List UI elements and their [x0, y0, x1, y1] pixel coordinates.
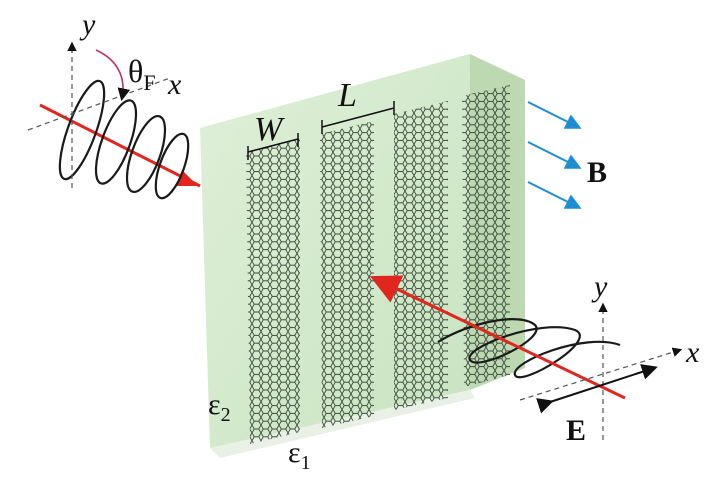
field-arrow-2: [527, 141, 582, 169]
label-y-top: y: [79, 8, 96, 41]
graphene-strip-1: [246, 138, 300, 444]
field-arrow-1: [527, 101, 582, 129]
label-theta-F: θF: [128, 53, 156, 95]
graphene-strip-2: [320, 121, 374, 428]
top-axes: [27, 41, 171, 188]
label-B: B: [587, 156, 607, 189]
transmitted-beam: [39, 103, 201, 188]
dimension-L: [321, 101, 395, 134]
label-epsilon-2: ε2: [208, 388, 231, 426]
label-epsilon-1: ε1: [288, 436, 311, 474]
field-arrow-3: [527, 181, 582, 209]
slab-bottom-shadow: [210, 390, 475, 458]
magnetic-field-arrows: [527, 101, 582, 209]
label-x-top: x: [167, 68, 182, 101]
graphene-strip-3: [394, 101, 448, 410]
incident-wave-oscillation: [437, 318, 621, 379]
label-y-bottom: y: [591, 270, 608, 303]
label-L: L: [337, 77, 357, 114]
transmitted-wave-helix: [58, 79, 190, 200]
transmitted-wave: [39, 79, 201, 200]
graphene-strip-4: [462, 85, 510, 387]
graphene-strips: [246, 85, 510, 444]
e-field-double-arrow: [536, 364, 658, 414]
label-W: W: [254, 111, 285, 148]
label-E: E: [566, 414, 586, 447]
rotation-arc: [95, 49, 131, 102]
bottom-axes: [519, 302, 683, 440]
label-x-bottom: x: [685, 336, 700, 369]
dimension-W: [247, 133, 299, 160]
